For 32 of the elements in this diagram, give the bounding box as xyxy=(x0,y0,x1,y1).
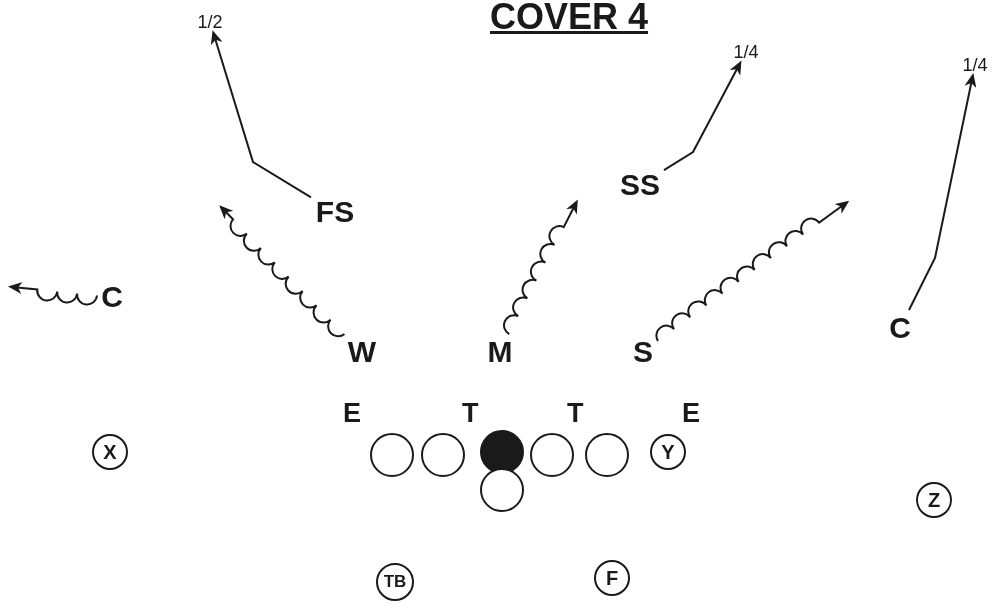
player-circle: TB xyxy=(376,563,414,601)
position-label: E xyxy=(682,400,700,427)
route-arrow xyxy=(210,30,312,199)
wavy-route-arrow xyxy=(8,282,98,306)
lineman-circle xyxy=(370,433,414,477)
player-circle: F xyxy=(594,560,630,596)
position-label: E xyxy=(343,400,361,427)
player-label: C xyxy=(99,281,125,313)
zone-label: 1/4 xyxy=(730,42,762,62)
route-arrow xyxy=(908,73,977,311)
position-label: T xyxy=(567,400,584,427)
player-label: FS xyxy=(313,196,357,228)
wavy-route-arrow xyxy=(503,199,578,335)
player-circle: Y xyxy=(650,434,686,470)
player-label: S xyxy=(630,336,656,368)
player-label: C xyxy=(887,312,913,344)
route-arrow xyxy=(663,60,742,172)
lineman-circle xyxy=(530,433,574,477)
position-label: T xyxy=(462,400,479,427)
player-label: M xyxy=(485,336,515,368)
player-label: SS xyxy=(618,169,662,201)
lineman-circle xyxy=(480,468,524,512)
zone-label: 1/2 xyxy=(194,12,226,32)
zone-label: 1/4 xyxy=(959,55,991,75)
player-circle: Z xyxy=(916,482,952,518)
lineman-circle xyxy=(585,433,629,477)
player-label: W xyxy=(346,336,378,368)
lineman-circle xyxy=(421,433,465,477)
player-circle: X xyxy=(92,434,128,470)
diagram-title: COVER 4 xyxy=(490,0,649,38)
wavy-route-arrow xyxy=(219,205,346,338)
wavy-route-arrow xyxy=(655,200,850,342)
